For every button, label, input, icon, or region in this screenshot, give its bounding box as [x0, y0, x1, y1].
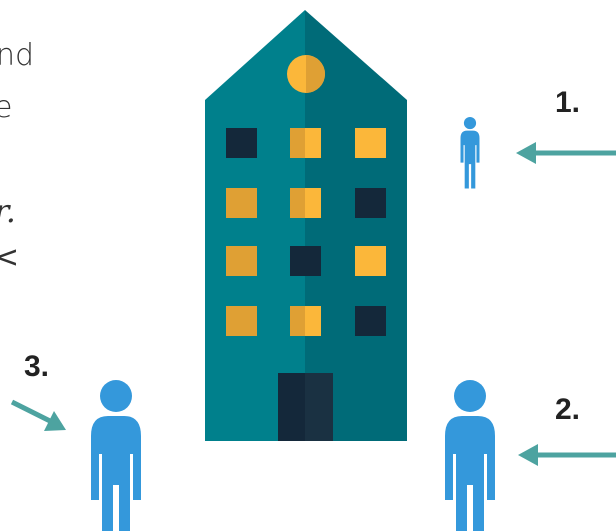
step-label-2: 2.	[555, 393, 581, 426]
window	[226, 128, 257, 158]
window	[226, 306, 257, 336]
person-icon	[445, 380, 495, 531]
cropped-text-4: <	[0, 240, 20, 275]
step-label-1: 1.	[555, 86, 581, 119]
window	[355, 306, 386, 336]
person-icon	[91, 380, 141, 531]
window	[355, 188, 386, 218]
window	[226, 188, 257, 218]
building-icon	[205, 10, 407, 441]
window	[226, 246, 257, 276]
arrow-icon	[10, 399, 66, 431]
arrow-icon	[516, 142, 616, 164]
window	[355, 128, 386, 158]
window	[355, 246, 386, 276]
step-label-3: 3.	[24, 350, 50, 383]
cropped-text-1: nd	[0, 38, 35, 73]
person-icon	[460, 117, 480, 189]
arrow-icon	[518, 444, 616, 466]
cropped-text-2: e	[0, 90, 13, 125]
cropped-text-3: r.	[0, 192, 16, 230]
window	[290, 246, 321, 276]
